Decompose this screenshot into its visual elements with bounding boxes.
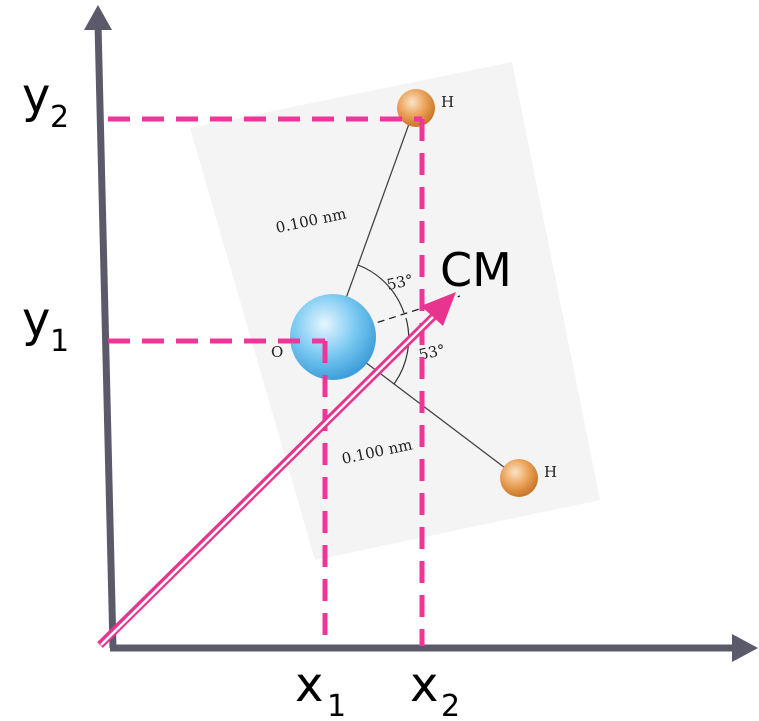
label-x1: x 1 <box>295 657 346 721</box>
svg-text:2: 2 <box>50 100 69 135</box>
label-y1: y 1 <box>22 292 69 359</box>
label-y2: y 2 <box>22 68 69 135</box>
y-axis <box>84 5 117 649</box>
cm-position-vector <box>97 292 456 648</box>
svg-text:1: 1 <box>327 689 346 721</box>
svg-text:y: y <box>22 68 50 124</box>
oxygen-atom <box>290 294 376 380</box>
x-axis <box>110 634 758 662</box>
angle-arc-bottom <box>393 317 410 385</box>
hydrogen-atom-bottom <box>500 459 538 497</box>
label-x2: x 2 <box>410 657 460 721</box>
hydrogen-bottom-label: H <box>544 463 557 481</box>
angle-arc-top <box>357 264 405 314</box>
svg-text:1: 1 <box>50 324 69 359</box>
svg-text:y: y <box>22 292 50 348</box>
cm-label: CM <box>440 243 512 297</box>
svg-text:x: x <box>295 657 323 713</box>
svg-text:x: x <box>410 657 438 713</box>
svg-text:2: 2 <box>441 689 460 721</box>
oxygen-label: O <box>271 343 283 361</box>
hydrogen-top-label: H <box>441 93 454 111</box>
angle-bottom-label: 53° <box>417 341 447 364</box>
coordinate-guides <box>108 116 425 646</box>
angle-top-label: 53° <box>385 271 415 294</box>
hydrogen-atom-top <box>397 89 435 127</box>
molecule-panel <box>190 62 600 560</box>
